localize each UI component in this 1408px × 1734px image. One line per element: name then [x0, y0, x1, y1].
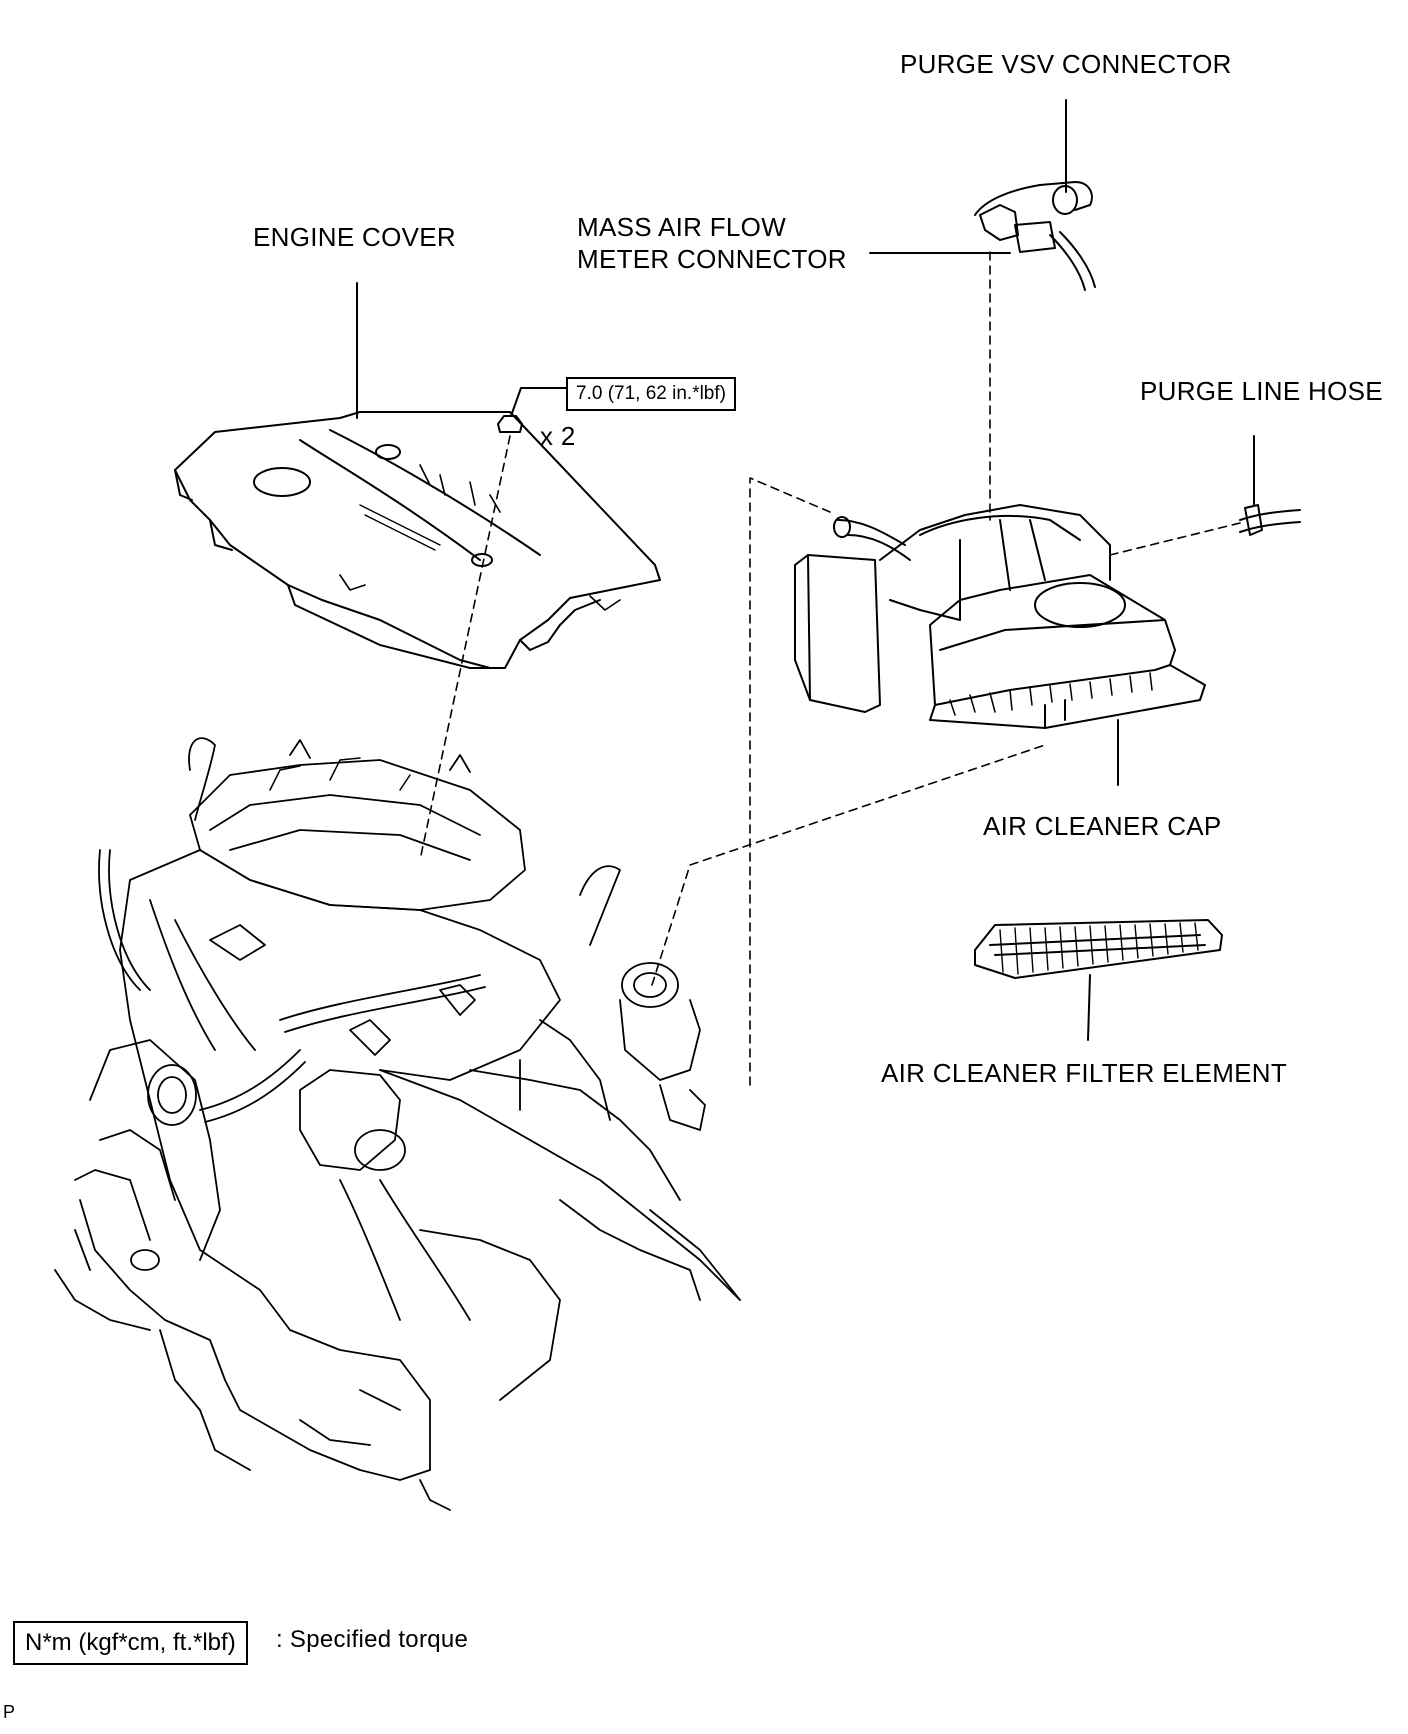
label-mass-air-flow-line1: MASS AIR FLOW [577, 212, 787, 242]
torque-quantity: x 2 [540, 421, 576, 451]
connectors-illustration [974, 181, 1096, 291]
air-cleaner-bracket-dashed [749, 477, 831, 1086]
label-air-cleaner-cap: AIR CLEANER CAP [983, 811, 1222, 841]
purge-hose-dashed-line [1109, 522, 1241, 556]
torque-spec-box: 7.0 (71, 62 in.*lbf) [566, 377, 736, 411]
label-purge-line-hose: PURGE LINE HOSE [1140, 376, 1383, 406]
air-filter-leader [1087, 974, 1091, 1041]
purge-line-hose-illustration [1239, 435, 1301, 536]
label-engine-cover: ENGINE COVER [253, 222, 456, 252]
air-filter-element-illustration [974, 919, 1223, 979]
cover-nut [497, 387, 567, 433]
label-mass-air-flow-line2: METER CONNECTOR [577, 244, 847, 274]
throttle-dashed-line [651, 744, 1046, 986]
label-purge-vsv-connector: PURGE VSV CONNECTOR [900, 49, 1232, 79]
page-marker: P [3, 1702, 16, 1722]
legend-description: : Specified torque [276, 1626, 469, 1653]
label-air-cleaner-filter-element: AIR CLEANER FILTER ELEMENT [881, 1058, 1288, 1088]
engine-illustration [54, 737, 741, 1511]
engine-cover-illustration [174, 411, 661, 669]
air-cleaner-illustration [794, 504, 1206, 729]
legend-torque-unit-box: N*m (kgf*cm, ft.*lbf) [13, 1621, 248, 1665]
cover-nut-dashed-line [419, 435, 511, 861]
